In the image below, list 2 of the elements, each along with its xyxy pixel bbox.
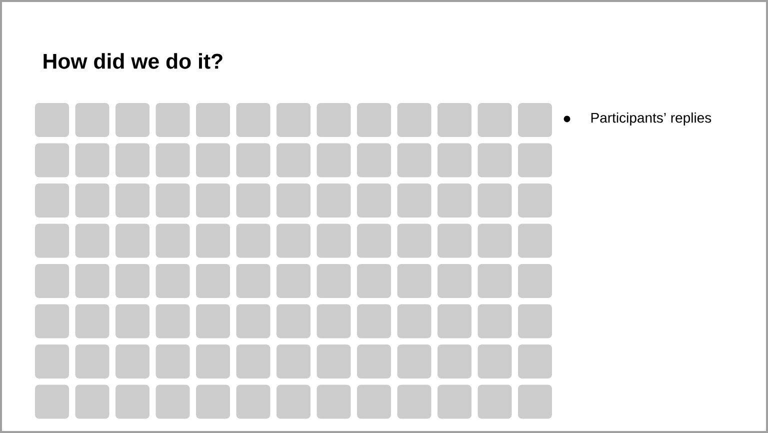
bullet-text: Participants’ replies — [591, 112, 712, 126]
slide-title: How did we do it? — [44, 53, 222, 69]
